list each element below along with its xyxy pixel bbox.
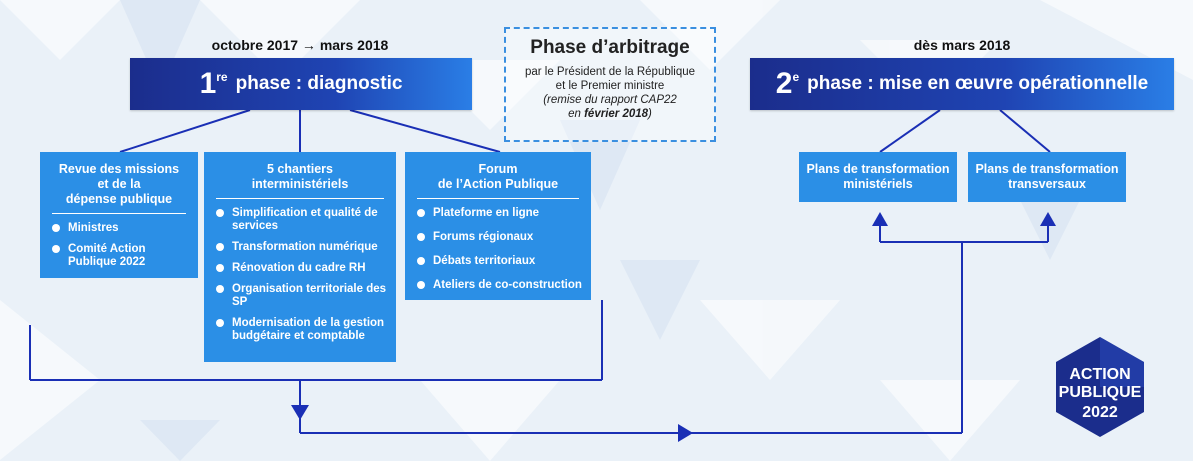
card-revue-missions: Revue des missions et de la dépense publ… — [40, 152, 198, 278]
phase1-number: 1re — [199, 67, 228, 100]
logo-line3: 2022 — [1082, 404, 1118, 421]
arrow-up-icon — [872, 212, 888, 226]
phase1-label: phase : diagnostic — [235, 73, 403, 94]
arbitrage-title: Phase d’arbitrage — [530, 37, 690, 58]
list-item: Transformation numérique — [216, 241, 388, 254]
card-plans-transversaux: Plans de transformation transversaux — [968, 152, 1126, 202]
card-chantiers: 5 chantiers interministériels Simplifica… — [204, 152, 396, 362]
phase1-period: octobre 2017 → mars 2018 — [211, 37, 389, 53]
list-item: Forums régionaux — [417, 231, 583, 244]
arbitrage-line1: par le Président de la République — [524, 66, 696, 78]
action-publique-logo: ACTION PUBLIQUE 2022 — [1056, 337, 1144, 437]
list-item: Comité Action Publique 2022 — [52, 243, 190, 269]
list-item: Débats territoriaux — [417, 255, 583, 268]
phase2-label: phase : mise en œuvre opérationnelle — [807, 73, 1149, 94]
card-revue-separator — [52, 213, 186, 214]
arrow-down-icon — [291, 405, 309, 420]
card-plans-ministeriels: Plans de transformation ministériels — [799, 152, 957, 202]
list-item: Simplification et qualité de services — [216, 207, 388, 233]
card-forum-title: Forum de l’Action Publique — [437, 162, 559, 191]
arbitrage-box: Phase d’arbitrage par le Président de la… — [504, 27, 716, 142]
card-chantiers-list: Simplification et qualité de services Tr… — [204, 207, 396, 343]
card-revue-list: Ministres Comité Action Publique 2022 — [40, 222, 198, 269]
card-chantiers-separator — [216, 198, 384, 199]
list-item: Plateforme en ligne — [417, 207, 583, 220]
card-forum-list: Plateforme en ligne Forums régionaux Déb… — [405, 207, 591, 292]
list-item: Rénovation du cadre RH — [216, 262, 388, 275]
phase2-period: dès mars 2018 — [913, 37, 1011, 53]
logo-line1: ACTION — [1069, 366, 1130, 383]
phase2-number: 2e — [775, 67, 800, 100]
card-plans-ministeriels-title: Plans de transformation ministériels — [806, 162, 950, 191]
arrow-right-icon — [678, 424, 693, 442]
card-plans-transversaux-title: Plans de transformation transversaux — [975, 162, 1119, 191]
phase1-box: 1re phase : diagnostic — [130, 58, 472, 110]
arrow-up-icon-2 — [1040, 212, 1056, 226]
phase2-box: 2e phase : mise en œuvre opérationnelle — [750, 58, 1174, 110]
arbitrage-note1: (remise du rapport CAP22 — [543, 94, 677, 106]
list-item: Ateliers de co-construction — [417, 279, 583, 292]
list-item: Ministres — [52, 222, 190, 235]
arbitrage-line2: et le Premier ministre — [555, 80, 665, 92]
card-forum: Forum de l’Action Publique Plateforme en… — [405, 152, 591, 300]
list-item: Modernisation de la gestion budgétaire e… — [216, 317, 388, 343]
card-revue-title: Revue des missions et de la dépense publ… — [58, 162, 180, 206]
card-forum-separator — [417, 198, 579, 199]
logo-line2: PUBLIQUE — [1059, 384, 1142, 401]
list-item: Organisation territoriale des SP — [216, 283, 388, 309]
card-chantiers-title: 5 chantiers interministériels — [251, 162, 349, 191]
arbitrage-note2: en février 2018) — [568, 108, 652, 120]
